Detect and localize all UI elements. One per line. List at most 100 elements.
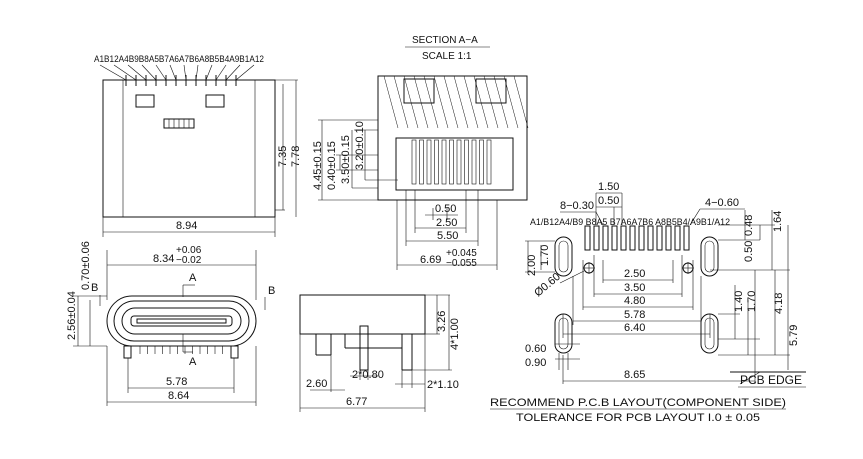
pcb-pad [638, 225, 645, 251]
top-width-label: 8.94 [176, 220, 197, 232]
pcb-slot-right-bottom [700, 313, 719, 354]
pcb-pad [674, 225, 681, 251]
pin-leader [155, 64, 167, 81]
pin-leader [127, 64, 147, 81]
pcb-578: 5.78 [624, 309, 645, 321]
section-w4-main: 6.69 [420, 254, 441, 266]
section-title: SECTION A−A [412, 35, 478, 46]
pcb-170b: 1.70 [746, 291, 758, 312]
section-w4-plus: +0.045 [446, 248, 477, 259]
side-w2: 2*0.80 [352, 369, 384, 381]
front-label-a-bottom: A [189, 356, 197, 368]
hatch-line [433, 75, 449, 129]
hatch-line [413, 75, 429, 129]
pcb-050v: 0.50 [743, 241, 755, 262]
pcb-350: 3.50 [624, 282, 645, 294]
pcb-layout: 1.50 0.50 8−0.30 4−0.60 A1/B12A4/B9 B8A5… [490, 181, 806, 424]
pcb-480: 4.80 [624, 295, 645, 307]
pcb-865: 8.65 [624, 369, 645, 381]
section-pin [479, 139, 484, 185]
top-height-outer: 7.78 [290, 146, 302, 167]
section-pin [411, 139, 417, 185]
section-pin [419, 139, 424, 185]
pcb-250: 2.50 [624, 268, 645, 280]
pcb-slot-left-top [554, 236, 573, 277]
pcb-150: 1.50 [598, 181, 619, 193]
section-pin [426, 139, 432, 185]
side-w1: 2.60 [306, 378, 327, 390]
pcb-pad [611, 225, 618, 251]
pcb-140: 1.40 [733, 291, 745, 312]
section-hatch [383, 75, 529, 129]
hatch-line [443, 75, 459, 129]
front-shell-outer [106, 295, 257, 347]
pcb-8x030: 8−0.30 [560, 200, 594, 212]
section-pin [486, 139, 492, 185]
front-w-inner: 5.78 [166, 376, 187, 388]
pcb-pad [602, 225, 609, 251]
pcb-pad [683, 225, 690, 251]
section-w4-minus: −0.055 [446, 258, 477, 269]
section-pin [434, 139, 439, 185]
pin-leader [169, 64, 177, 81]
section-d4: 3.20±0.10 [354, 121, 366, 170]
section-pin [456, 139, 462, 185]
hatch-line [453, 75, 469, 129]
front-top-main: 8.34 [153, 253, 174, 265]
pcb-200: 2.00 [526, 255, 538, 276]
pcb-060b: 0.60 [525, 343, 546, 355]
pcb-4x060: 4−0.60 [705, 197, 739, 209]
top-body [102, 79, 276, 218]
pcb-164: 1.64 [772, 211, 784, 232]
section-pin [464, 139, 469, 185]
section-d3: 3.50±0.15 [340, 135, 352, 184]
pin-leader [235, 64, 255, 81]
pcb-pad [647, 225, 654, 251]
pcb-slot-left-bottom [554, 313, 573, 354]
section-scale: SCALE 1:1 [422, 51, 472, 62]
hatch-line [393, 75, 409, 129]
pin-leader [225, 64, 241, 81]
front-h1: 0.70±0.06 [80, 241, 92, 290]
section-body [377, 75, 528, 201]
top-latch-right [205, 94, 225, 108]
pcb-edge-label: PCB EDGE [740, 373, 802, 387]
section-w1: 0.50 [435, 203, 456, 215]
hatch-line [513, 75, 529, 129]
pcb-579: 5.79 [788, 325, 800, 346]
section-w2: 2.50 [436, 217, 457, 229]
side-w3: 2*1.10 [427, 379, 459, 391]
front-view: 8.34 +0.06 −0.02 A B B A 2.56±0.04 0.70±… [66, 241, 275, 406]
pcb-050: 0.50 [598, 195, 619, 207]
pin-leader [113, 64, 137, 81]
hatch-line [493, 75, 509, 129]
pcb-pad [656, 225, 663, 251]
front-h2: 2.56±0.04 [66, 291, 78, 340]
pcb-048: 0.48 [743, 215, 755, 236]
section-view: SECTION A−A SCALE 1:1 0.50 2.50 5.50 6.6… [312, 35, 529, 270]
hatch-line [383, 75, 399, 129]
pcb-pad [593, 225, 600, 251]
pcb-slot-right-top [700, 236, 719, 277]
section-d1: 4.45±0.15 [312, 141, 324, 190]
pcb-640: 6.40 [624, 322, 645, 334]
pcb-170: 1.70 [539, 245, 551, 266]
side-w-total: 6.77 [346, 396, 367, 408]
hatch-line [483, 75, 499, 129]
front-label-a-top: A [189, 272, 197, 284]
hatch-line [403, 75, 419, 129]
pin-leader [141, 64, 157, 81]
pcb-pads [584, 225, 690, 251]
top-view: A1B12A4B9B8A5B7A6A7B6A8B5B4A9B1A12 8.94 … [94, 54, 302, 237]
front-top-minus: −0.02 [176, 255, 202, 266]
pcb-pad [629, 225, 636, 251]
section-d2: 0.40±0.15 [326, 141, 338, 190]
section-pin [471, 139, 477, 185]
pcb-note-2: TOLERANCE FOR PCB LAYOUT I.0 ± 0.05 [516, 412, 760, 424]
pcb-pin-labels: A1/B12A4/B9 B8A5 B7A6A7B6 A8B5B4/A9B1/A1… [530, 217, 730, 227]
side-body [299, 294, 426, 335]
front-label-b-right: B [268, 285, 275, 297]
section-pin [449, 139, 454, 185]
side-view: 3.26 4*1.00 6.77 2.60 2*0.80 2*1.10 [299, 294, 461, 412]
